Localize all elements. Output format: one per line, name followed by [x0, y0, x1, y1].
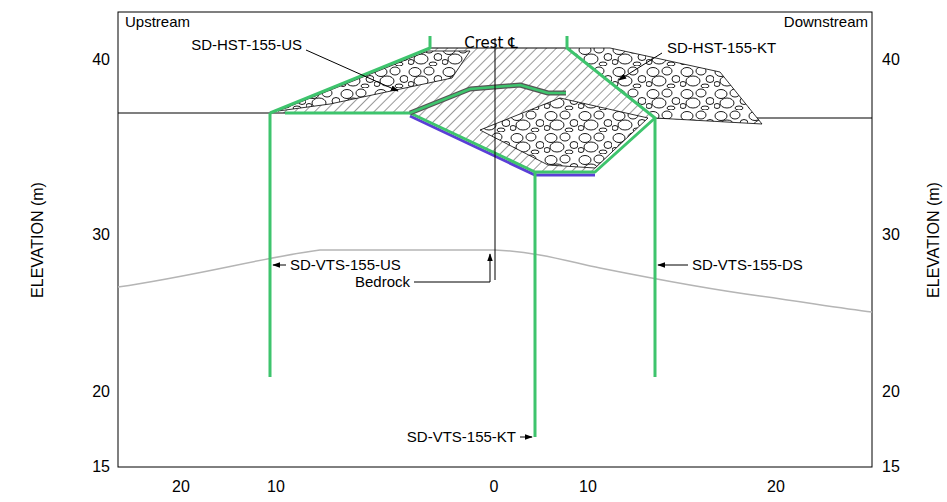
region-label: Upstream [125, 13, 190, 30]
crest-sensor [410, 85, 566, 113]
axis-tick-label: 20 [882, 383, 900, 401]
axis-tick-label: 30 [882, 226, 900, 244]
instrument-lines [270, 36, 655, 437]
bedrock-label: Bedrock [355, 273, 410, 290]
axis-tick-label: 10 [579, 478, 597, 496]
downstream-berm [567, 48, 762, 124]
ground-line [118, 112, 270, 113]
instrument-label: SD-VTS-155-DS [692, 256, 803, 273]
instrument-label: SD-HST-155-US [191, 36, 302, 53]
crest-sensor [410, 85, 566, 113]
axis-tick-label: 40 [92, 51, 110, 69]
axis-tick-label: 20 [92, 383, 110, 401]
axis-tick-label: 20 [172, 478, 190, 496]
instrument-label: SD-HST-155-KT [667, 39, 776, 56]
axis-tick-label: 0 [490, 478, 499, 496]
axis-title: ELEVATION (m) [925, 182, 943, 298]
axis-tick-label: 15 [92, 458, 110, 476]
axis-title: ELEVATION (m) [29, 182, 47, 298]
instrument-label: SD-VTS-155-US [290, 256, 401, 273]
axis-tick-label: 40 [882, 51, 900, 69]
plot-frame [118, 12, 872, 467]
axis-tick-label: 10 [267, 478, 285, 496]
instrument-label: SD-VTS-155-KT [407, 428, 516, 445]
axis-tick-label: 20 [767, 478, 785, 496]
axis-tick-label: 30 [92, 226, 110, 244]
leader-lines [273, 50, 688, 437]
centerline-label: Crest ℄ [464, 35, 518, 52]
region-label: Downstream [784, 13, 868, 30]
axis-tick-label: 15 [882, 458, 900, 476]
crest-centerline [495, 38, 496, 280]
